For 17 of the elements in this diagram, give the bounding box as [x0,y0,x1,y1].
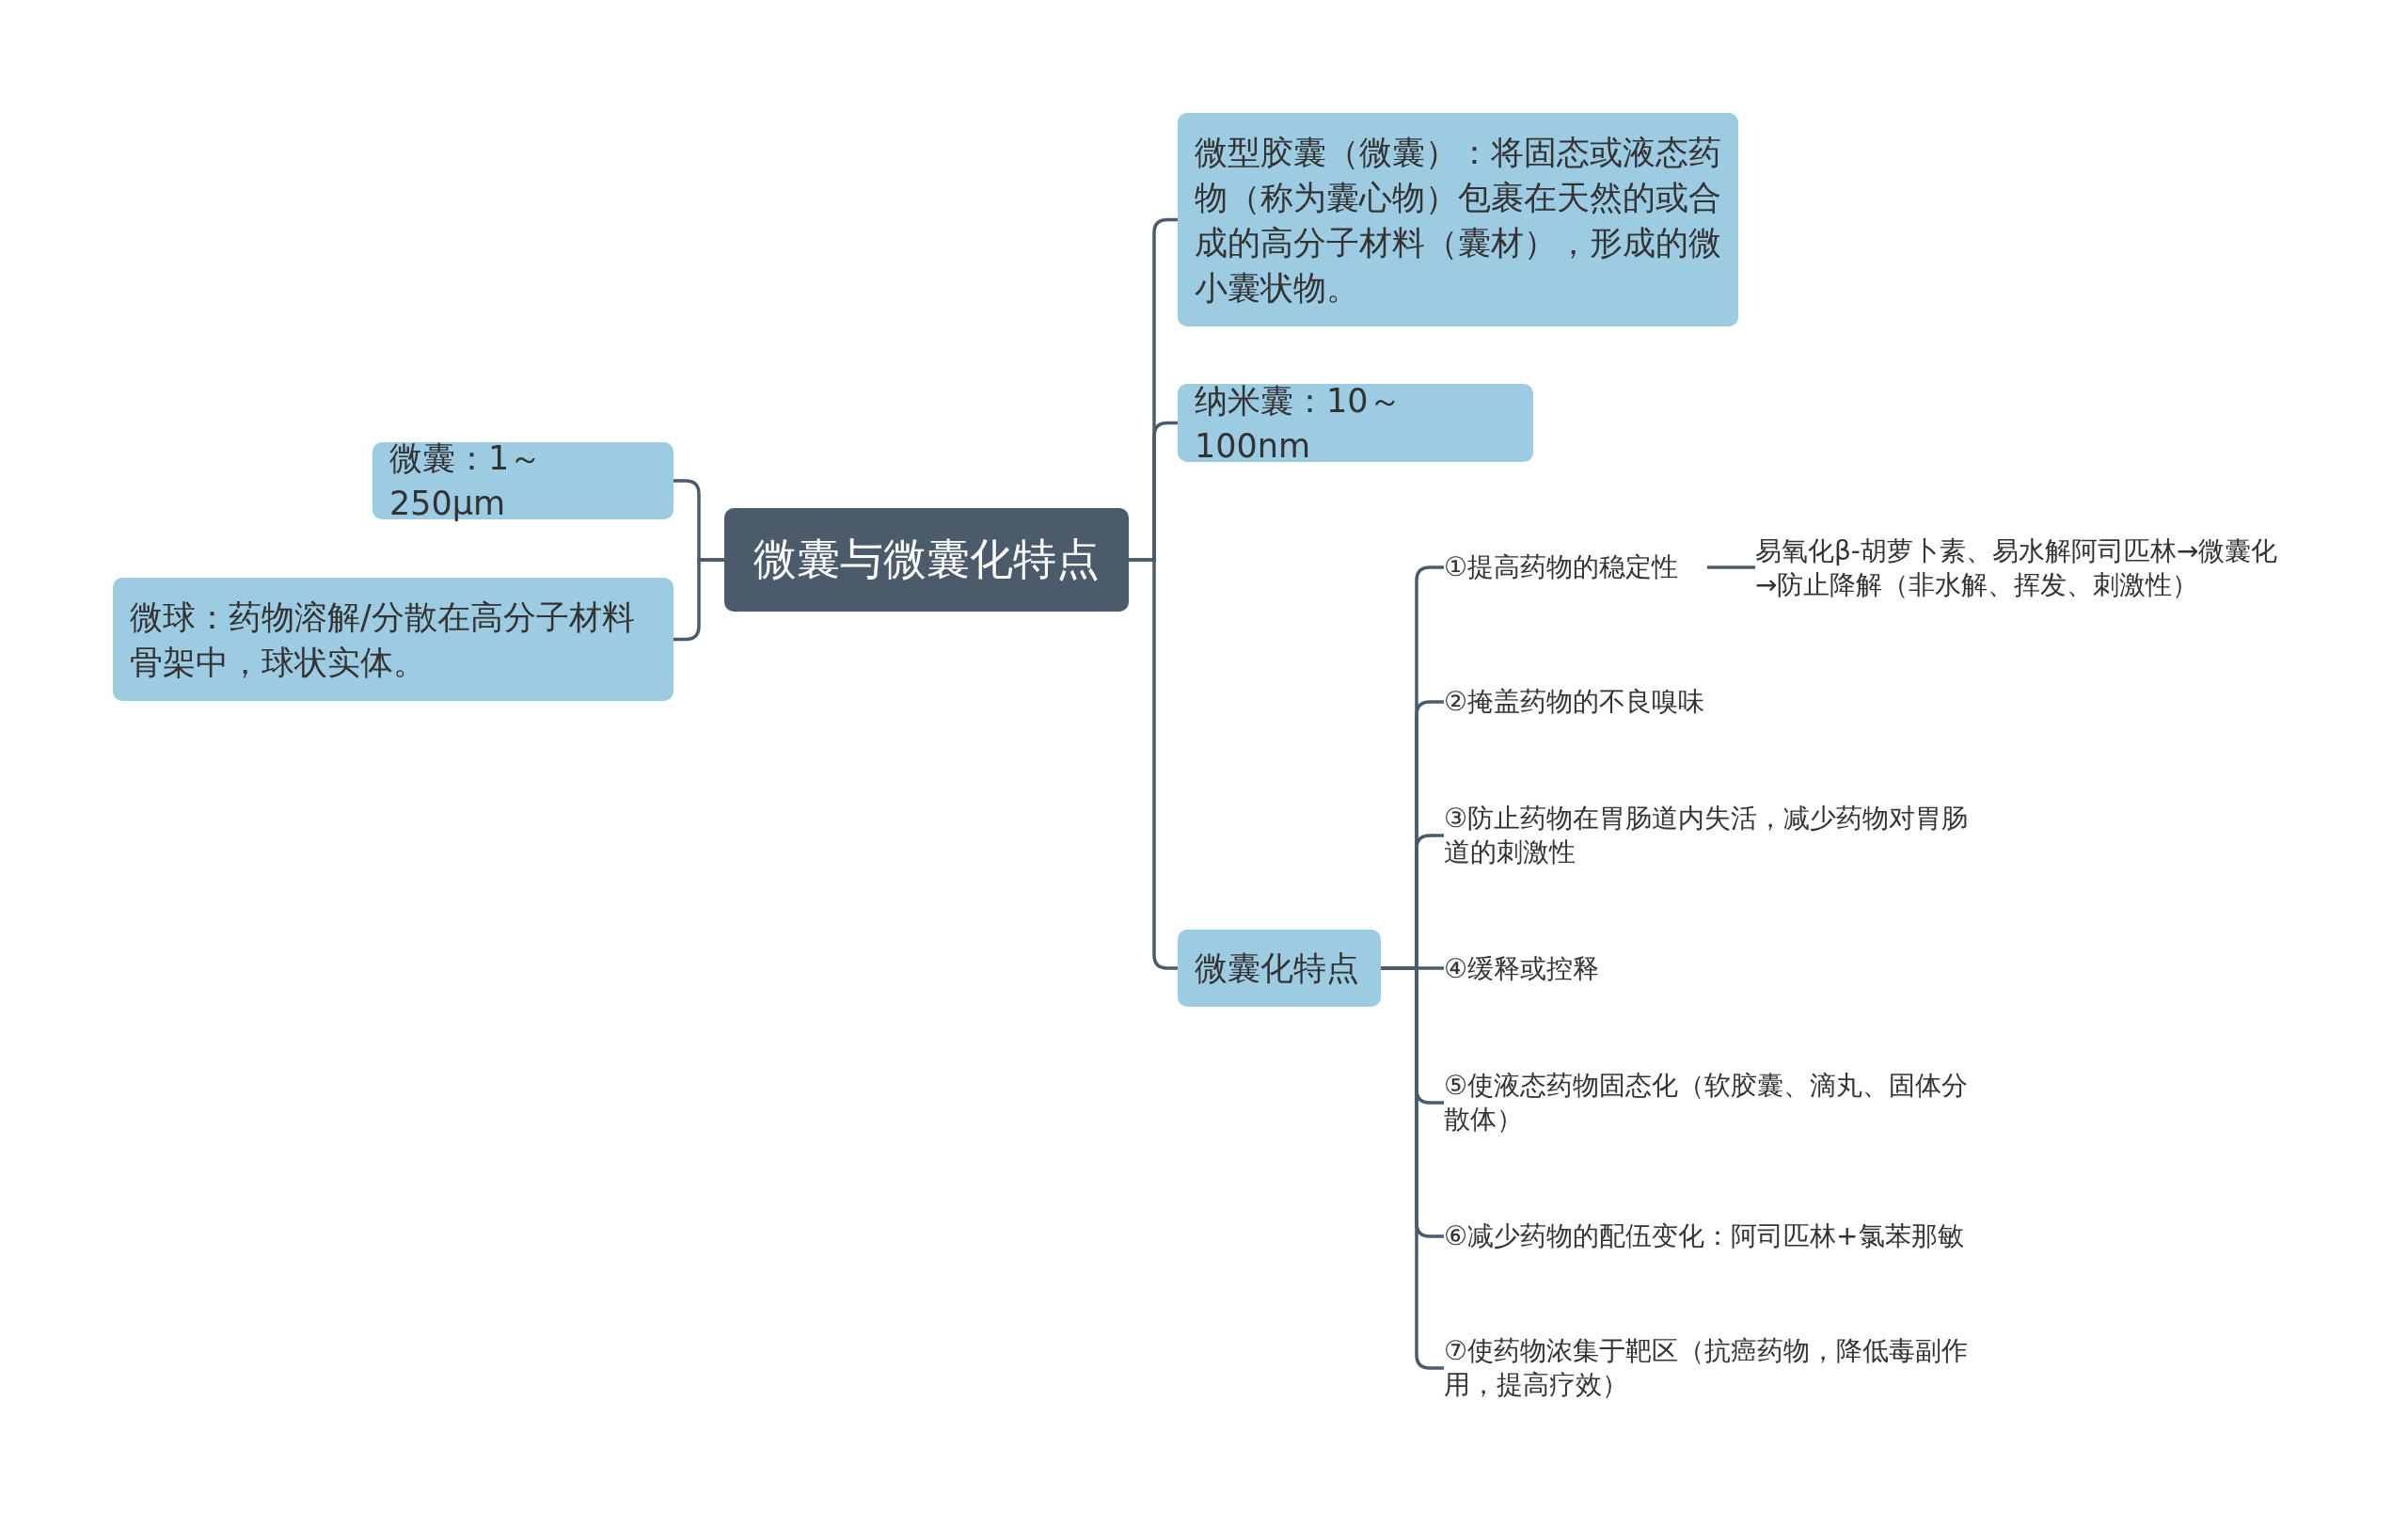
topic-box: 纳米囊：10～100nm [1178,384,1533,462]
connector [1381,966,1444,1370]
branch-text: ③防止药物在胃肠道内失活，减少药物对胃肠道的刺激性 [1444,802,1971,869]
topic-box: 微囊：1～250μm [372,442,673,519]
branch-text: 易氧化β-胡萝卜素、易水解阿司匹林→微囊化→防止降解（非水解、挥发、刺激性） [1755,534,2282,602]
connector [1129,558,1178,970]
topic-box: 微球：药物溶解/分散在高分子材料骨架中，球状实体。 [113,578,673,701]
topic-box: 微型胶囊（微囊）：将固态或液态药物（称为囊心物）包裹在天然的或合成的高分子材料（囊材），形成的微小囊状物。 [1178,113,1738,326]
branch-text: ④缓释或控释 [1444,952,1820,986]
central-topic-box: 微囊与微囊化特点 [724,508,1129,612]
branch-text: ①提高药物的稳定性 [1444,550,1707,584]
branch-text: ②掩盖药物的不良嗅味 [1444,685,1914,719]
connector [1707,565,1755,569]
branch-text: ⑤使液态药物固态化（软胶囊、滴丸、固体分散体） [1444,1069,1980,1137]
branch-text: ⑦使药物浓集于靶区（抗癌药物，降低毒副作用，提高疗效） [1444,1334,1980,1402]
branch-text: ⑥减少药物的配伍变化：阿司匹林+氯苯那敏 [1444,1219,2008,1253]
topic-box: 微囊化特点 [1178,930,1381,1007]
